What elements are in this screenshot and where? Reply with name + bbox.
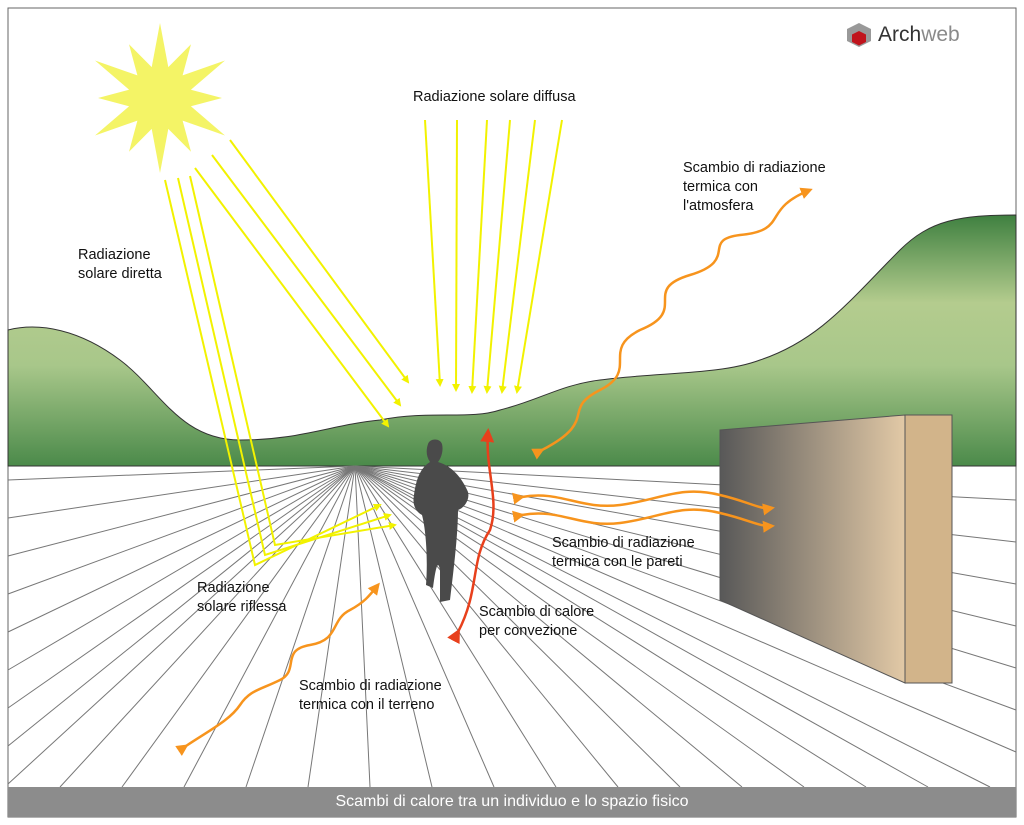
label-diffuse-radiation: Radiazione solare diffusa [413,89,576,105]
convection-arrow [447,428,495,645]
caption-bar: Scambi di calore tra un individuo e lo s… [8,787,1016,817]
ground-line [7,465,356,671]
ground-line [7,465,356,633]
wall [719,414,953,684]
wall-arrow-2 [512,508,775,533]
thermal-radiation-arrows [175,187,813,756]
ground-line [7,465,356,595]
wall-arrow-1 [512,490,775,516]
cube-icon [847,23,871,47]
ground-line [7,465,356,519]
atmosphere-arrow [531,187,813,460]
ground-line [354,465,433,788]
ground-line [354,465,681,788]
logo-text-web: web [921,23,960,46]
ground-arrow [175,582,380,756]
ground-line [7,465,356,481]
logo-text-arch: Arch [878,23,922,46]
ground-line [7,465,356,557]
direct-radiation-rays [164,139,410,567]
ground-line [354,465,743,788]
archweb-logo: Archweb [846,22,960,48]
sun-disc [130,68,190,128]
sun-icon [95,23,225,173]
